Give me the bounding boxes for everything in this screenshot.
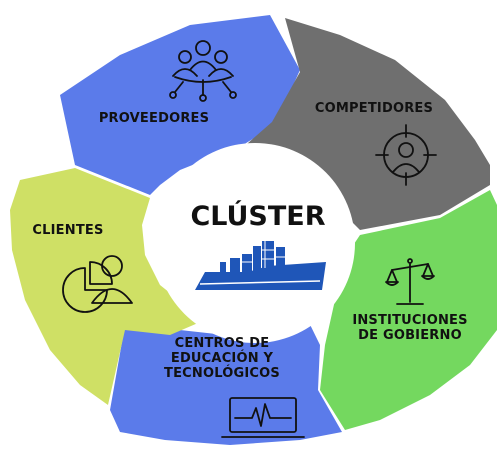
label-line: CLIENTES <box>32 223 103 238</box>
label-line: CENTROS DE <box>175 336 270 351</box>
label-line: INSTITUCIONES <box>352 313 467 328</box>
cargo-ship-icon <box>195 241 326 290</box>
label-line: DE GOBIERNO <box>358 328 462 343</box>
scales-icon <box>385 258 435 305</box>
label-clientes: CLIENTES <box>32 223 103 238</box>
center-circle <box>155 143 355 343</box>
label-competidores: COMPETIDORES <box>315 101 433 116</box>
person-chart-icon <box>62 255 133 313</box>
segment-instituciones <box>320 190 497 430</box>
label-line: COMPETIDORES <box>315 101 433 116</box>
label-line: TECNOLÓGICOS <box>164 365 280 381</box>
segment-clientes <box>10 168 205 405</box>
target-person-icon <box>375 124 437 186</box>
segment-competidores <box>240 18 490 230</box>
label-proveedores: PROVEEDORES <box>99 111 209 126</box>
laptop-pulse-icon <box>221 397 305 438</box>
center-title: CLÚSTER <box>190 200 325 232</box>
label-line: PROVEEDORES <box>99 111 209 126</box>
segment-proveedores <box>60 15 300 195</box>
label-line: EDUCACIÓN Y <box>171 350 274 366</box>
network-people-icon <box>169 40 237 102</box>
